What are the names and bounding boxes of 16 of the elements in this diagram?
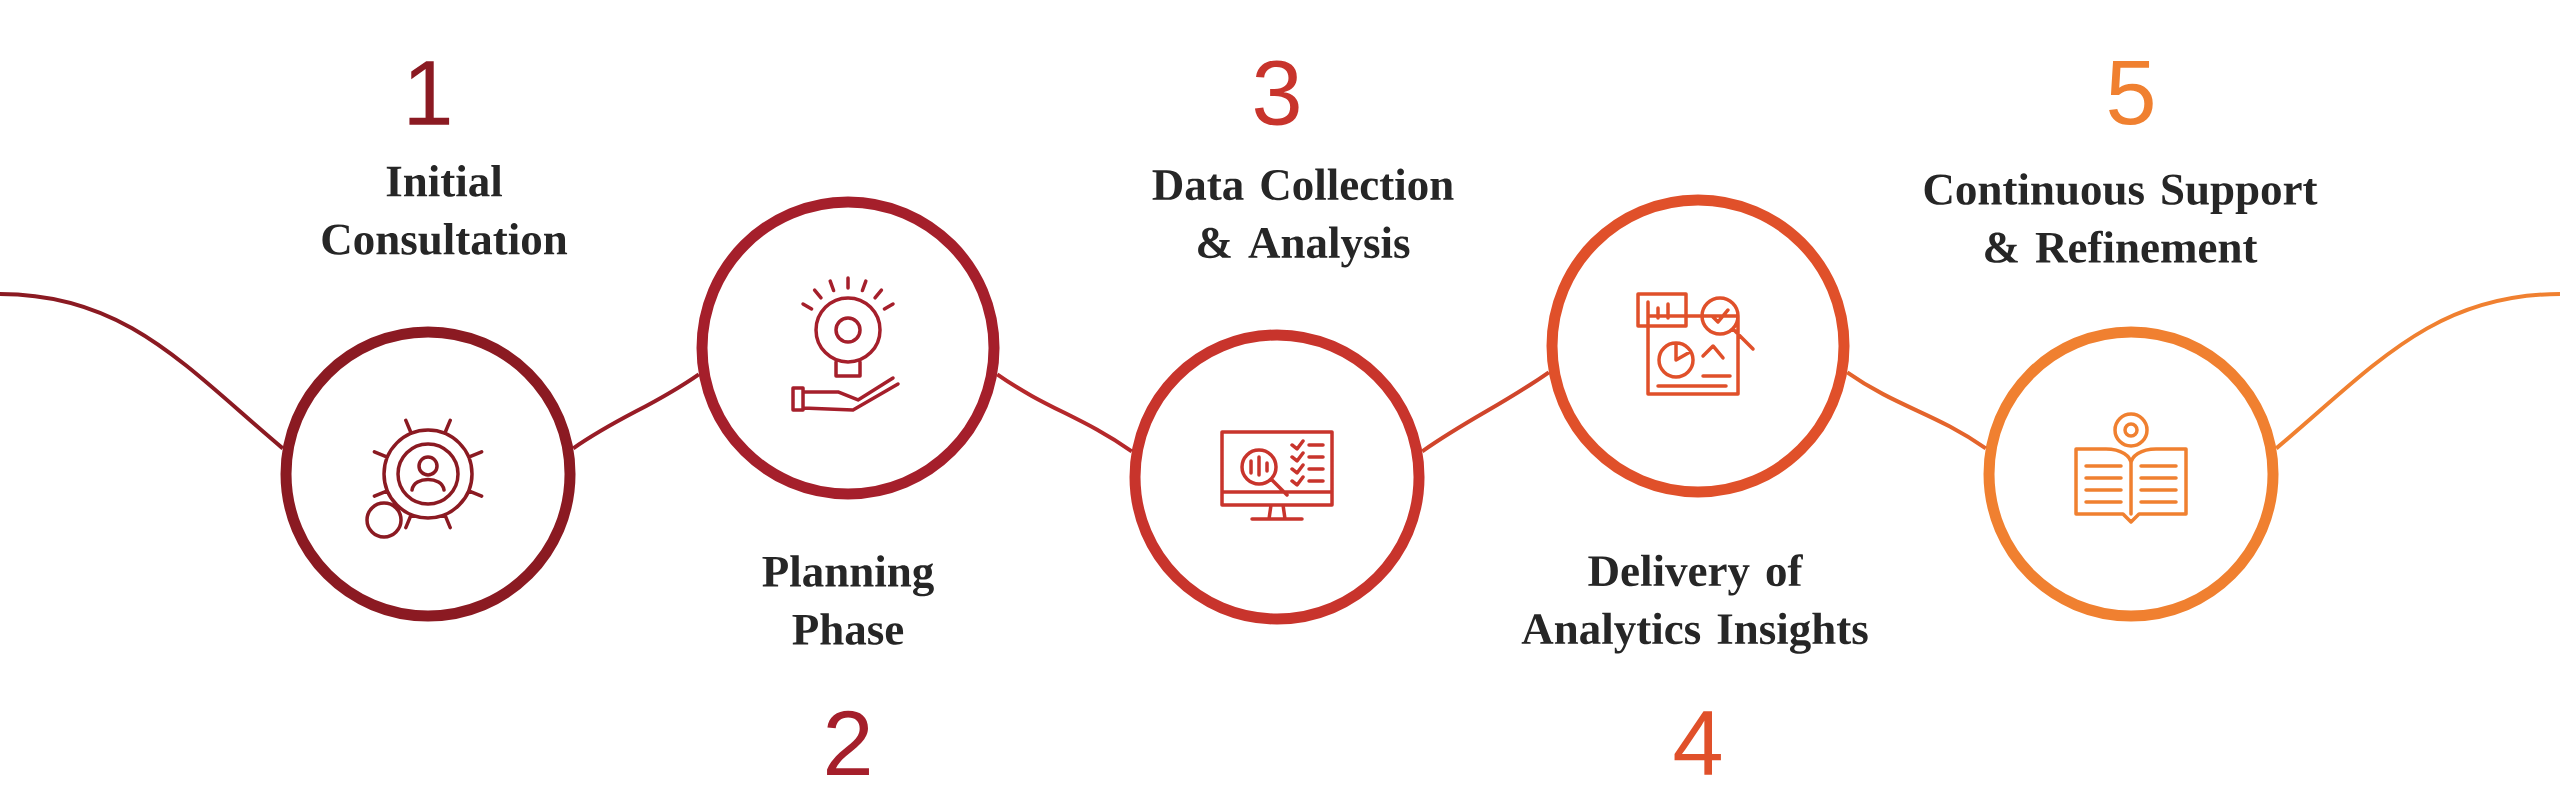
connector-line (572, 372, 700, 451)
step-number: 3 (1254, 60, 1299, 126)
connector-line (1846, 370, 1987, 451)
step-number: 4 (1674, 711, 1721, 775)
step-title: Planning Phase (762, 555, 934, 645)
step-title: Delivery of Analytics Insights (1521, 554, 1868, 654)
step-number: 5 (2109, 60, 2153, 126)
connector-line (1421, 370, 1550, 454)
connector-line (996, 372, 1133, 454)
step-title: Initial Consultation (322, 165, 568, 255)
step-title: Continuous Support & Refinement (1924, 173, 2318, 263)
step-number: 2 (827, 710, 869, 776)
step-number: 1 (409, 61, 450, 125)
step-title: Data Collection & Analysis (1152, 168, 1454, 268)
connector-line (0, 292, 285, 450)
connector-line (2274, 292, 2560, 450)
